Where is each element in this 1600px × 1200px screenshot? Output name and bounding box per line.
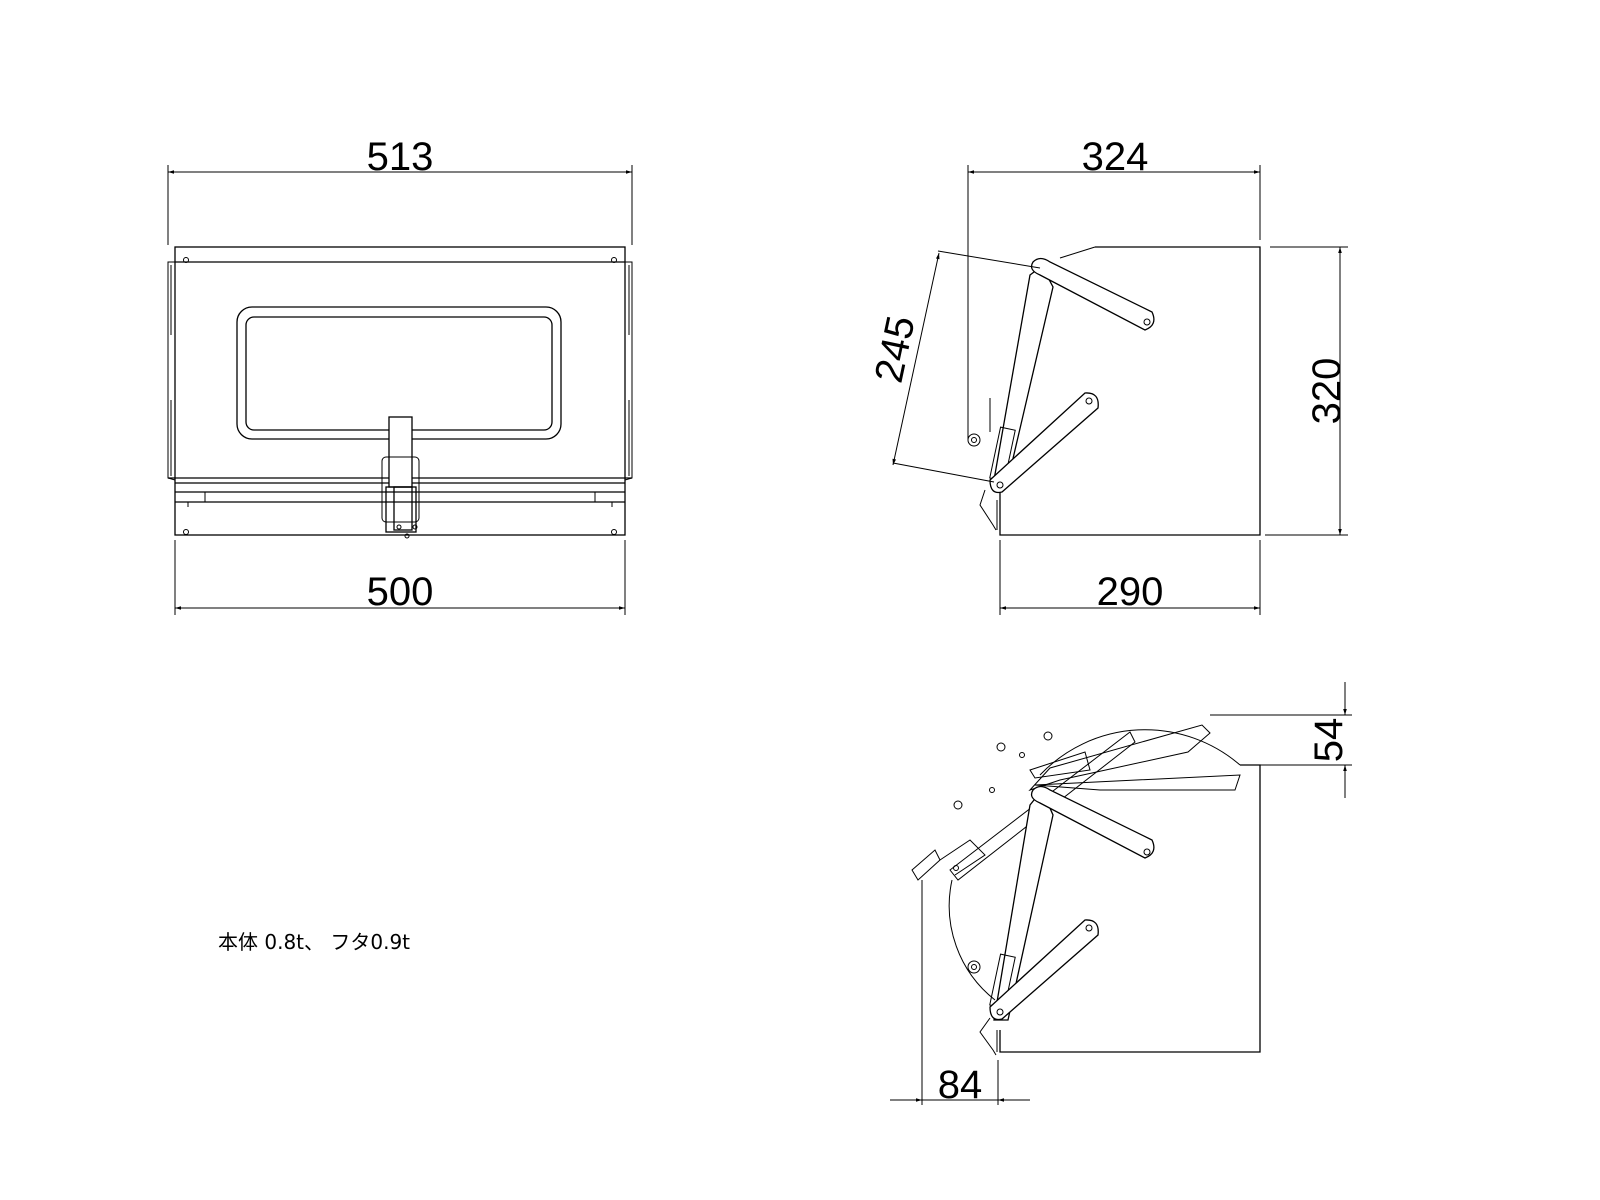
side-view-open: 54 84 bbox=[890, 682, 1352, 1107]
dimension-84: 84 bbox=[890, 1060, 1030, 1107]
dimension-54: 54 bbox=[1210, 682, 1352, 798]
window-handle-inner bbox=[245, 316, 553, 431]
dimension-513: 513 bbox=[167, 135, 633, 245]
dimension-label: 320 bbox=[1305, 358, 1349, 425]
dimension-500: 500 bbox=[174, 540, 626, 615]
dimension-label: 245 bbox=[867, 312, 924, 386]
dimension-label: 500 bbox=[367, 570, 434, 614]
front-body-outline bbox=[174, 246, 626, 536]
dimension-320: 320 bbox=[1265, 246, 1349, 536]
dimension-label: 513 bbox=[367, 135, 434, 179]
side-view-closed: 324 320 290 245 bbox=[867, 135, 1349, 615]
screw-holes bbox=[183, 257, 617, 535]
dimension-290: 290 bbox=[999, 540, 1261, 615]
dimension-label: 84 bbox=[938, 1063, 983, 1107]
dimension-label: 324 bbox=[1082, 135, 1149, 179]
dimension-324: 324 bbox=[967, 135, 1261, 440]
material-thickness-note: 本体 0.8t、 フタ0.9t bbox=[218, 930, 411, 954]
front-latch bbox=[381, 416, 420, 539]
dimension-label: 290 bbox=[1097, 570, 1164, 614]
dimension-label: 54 bbox=[1307, 718, 1351, 763]
front-view: 513 500 bbox=[167, 135, 633, 615]
